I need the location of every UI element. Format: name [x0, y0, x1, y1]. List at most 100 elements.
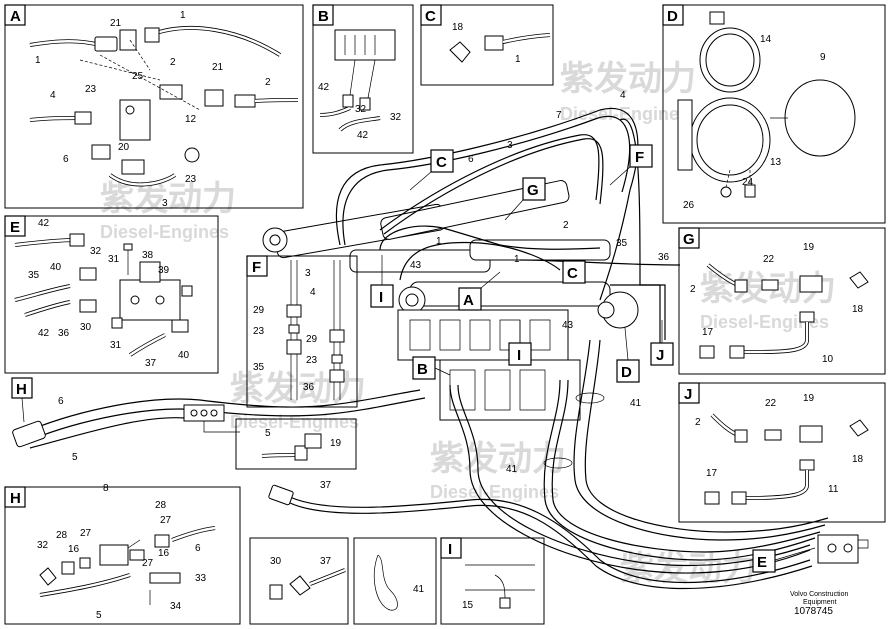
label-35: 35: [616, 238, 628, 249]
hose-4: [619, 118, 660, 286]
label-1: 1: [436, 236, 442, 247]
label-43: 43: [410, 260, 422, 271]
tag-h-assembly: H 6 5: [11, 377, 78, 463]
label-19: 19: [330, 438, 342, 449]
label-23: 23: [85, 84, 97, 95]
hose-37: [289, 496, 811, 583]
detail-box-i: I 15: [440, 537, 545, 625]
mount-plate: [677, 99, 693, 171]
tee-19-j: [799, 425, 823, 443]
label-32: 32: [355, 104, 367, 115]
label-23: 23: [306, 355, 318, 366]
label-41: 41: [630, 398, 642, 409]
elbow-18: [449, 41, 471, 63]
label-38: 38: [142, 250, 154, 261]
label-2: 2: [563, 220, 569, 231]
label-10: 10: [822, 354, 834, 365]
label-28: 28: [155, 500, 167, 511]
label-4: 4: [310, 287, 316, 298]
label-27: 27: [160, 515, 172, 526]
label-37: 37: [145, 358, 157, 369]
label-1: 1: [514, 254, 520, 265]
bracket-33: [149, 572, 181, 584]
label-16: 16: [68, 544, 80, 555]
tag-c: C: [425, 8, 436, 25]
tag-i: I: [517, 347, 521, 364]
label-5: 5: [265, 428, 271, 439]
label-3: 3: [162, 198, 168, 209]
label-4: 4: [620, 90, 626, 101]
label-41: 41: [506, 464, 518, 475]
accumulator-9: [784, 79, 856, 157]
watermark-en: Diesel-Engines: [230, 412, 359, 432]
label-2: 2: [265, 77, 271, 88]
assembly-labels: 3 7 4 6 2 35 36 1 43 1 43 41 41 37: [320, 90, 670, 491]
label-36: 36: [658, 252, 670, 263]
label-37: 37: [320, 480, 332, 491]
detail-box-30-37: 30 37: [249, 537, 349, 625]
label-17: 17: [706, 468, 718, 479]
label-2: 2: [690, 284, 696, 295]
watermark-cn: 紫发动力: [230, 370, 366, 408]
detail-box-j: J 2 22 19 18 17 11: [678, 382, 886, 523]
connector-37: [268, 484, 294, 506]
valve-8: [99, 544, 129, 566]
label-8: 8: [103, 483, 109, 494]
label-40: 40: [50, 262, 62, 273]
tee-19: [799, 275, 823, 293]
watermark-layer: 紫发动力 Diesel-Engines 紫发动力 Diesel-Engines …: [100, 60, 836, 588]
label-18: 18: [852, 304, 864, 315]
detail-box-41: 41: [353, 537, 437, 625]
label-43: 43: [562, 320, 574, 331]
watermark-cn: 紫发动力: [560, 60, 696, 98]
tag-c: C: [567, 265, 578, 282]
label-6: 6: [63, 154, 69, 165]
tag-d: D: [621, 364, 632, 381]
label-32: 32: [390, 112, 402, 123]
label-29: 29: [306, 334, 318, 345]
label-22: 22: [763, 254, 775, 265]
tag-j: J: [684, 386, 692, 403]
label-19: 19: [803, 393, 815, 404]
cable-tie-41: [373, 554, 398, 611]
label-23: 23: [185, 174, 197, 185]
label-9: 9: [820, 52, 826, 63]
footer-brand-2: Equipment: [803, 599, 837, 606]
label-18: 18: [852, 454, 864, 465]
watermark-en: Diesel-Engines: [100, 222, 229, 242]
label-33: 33: [195, 573, 207, 584]
label-42: 42: [318, 82, 330, 93]
watermark-cn: 紫发动力: [100, 180, 236, 218]
label-34: 34: [170, 601, 182, 612]
label-6: 6: [58, 396, 64, 407]
watermark-cn: 紫发动力: [430, 440, 566, 478]
label-13: 13: [770, 157, 782, 168]
label-41: 41: [413, 584, 425, 595]
label-32: 32: [90, 246, 102, 257]
footer-code: 1078745: [794, 606, 833, 617]
detail-box-5-19: 5 19: [235, 418, 357, 470]
tag-a: A: [10, 8, 21, 25]
watermark-cn: 紫发动力: [620, 550, 756, 588]
tag-j: J: [656, 347, 664, 364]
label-5: 5: [96, 610, 102, 621]
label-1: 1: [35, 55, 41, 66]
label-28: 28: [56, 530, 68, 541]
tag-g: G: [527, 182, 539, 199]
label-18: 18: [452, 22, 464, 33]
detail-box-a: A 1 21 1 25 2 21 2 4 23 12 20 6 2: [4, 4, 304, 209]
detail-box-c: C 18 1: [420, 4, 554, 86]
detail-box-b: B 42 32 32 42: [312, 4, 414, 154]
label-29: 29: [253, 305, 265, 316]
label-2: 2: [170, 57, 176, 68]
label-2: 2: [695, 417, 701, 428]
label-4: 4: [50, 90, 56, 101]
label-26: 26: [683, 200, 695, 211]
label-15: 15: [462, 600, 474, 611]
tag-a: A: [463, 292, 474, 309]
label-6: 6: [468, 154, 474, 165]
label-20: 20: [118, 142, 130, 153]
label-42: 42: [38, 218, 50, 229]
tag-g: G: [683, 231, 695, 248]
